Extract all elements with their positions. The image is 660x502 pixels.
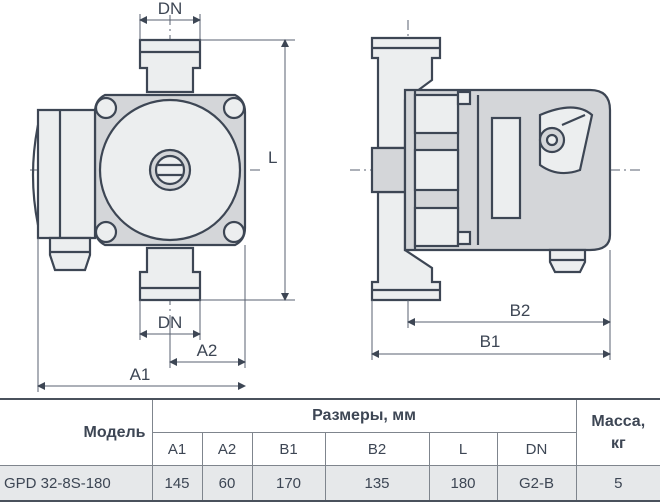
cable-gland (48, 236, 92, 272)
col-a1: A1 (152, 432, 203, 466)
col-l: L (428, 432, 498, 466)
name-plate (490, 116, 522, 220)
col-a2: A2 (201, 432, 253, 466)
cell-b1: 170 (251, 465, 326, 502)
col-b1: B1 (251, 432, 326, 466)
bolt-boss (222, 220, 246, 244)
pump-technical-drawing: DN L DN A2 A1 (30, 0, 640, 392)
speed-selector (538, 106, 594, 175)
dimensions-header: Размеры, мм (151, 398, 577, 433)
bolt-boss (94, 220, 118, 244)
b2-label: B2 (510, 301, 531, 320)
bottom-nozzle (138, 246, 202, 302)
cell-dn: G2-B (496, 465, 577, 502)
col-b2: B2 (324, 432, 430, 466)
front-view: DN L DN A2 A1 (30, 0, 295, 392)
mass-header-line2: кг (610, 434, 626, 452)
table-row: GPD 32-8S-180 145 60 170 135 180 G2-B 5 (0, 465, 660, 502)
bolt-boss (222, 96, 246, 120)
side-terminal-box (36, 108, 97, 240)
cell-l: 180 (428, 465, 498, 502)
dn-top-label: DN (158, 0, 183, 18)
bolt-boss (94, 96, 118, 120)
cell-a1: 145 (151, 465, 203, 502)
side-view: B2 B1 (350, 20, 640, 360)
top-nozzle (138, 38, 202, 94)
cell-a2: 60 (201, 465, 253, 502)
cell-b2: 135 (324, 465, 430, 502)
l-label: L (268, 148, 277, 167)
cooling-fin (413, 93, 460, 135)
spec-table: Модель Размеры, мм Масса, кг A1 A2 B1 B2… (0, 398, 660, 502)
model-header: Модель (0, 398, 153, 466)
mass-header: Масса, кг (575, 398, 660, 466)
cell-model: GPD 32-8S-180 (0, 465, 153, 502)
mass-header-line1: Масса, (591, 412, 646, 430)
a1-label: A1 (130, 365, 151, 384)
a2-label: A2 (197, 341, 218, 360)
b1-label: B1 (480, 332, 501, 351)
col-dn: DN (496, 432, 577, 466)
cell-mass: 5 (575, 465, 660, 502)
